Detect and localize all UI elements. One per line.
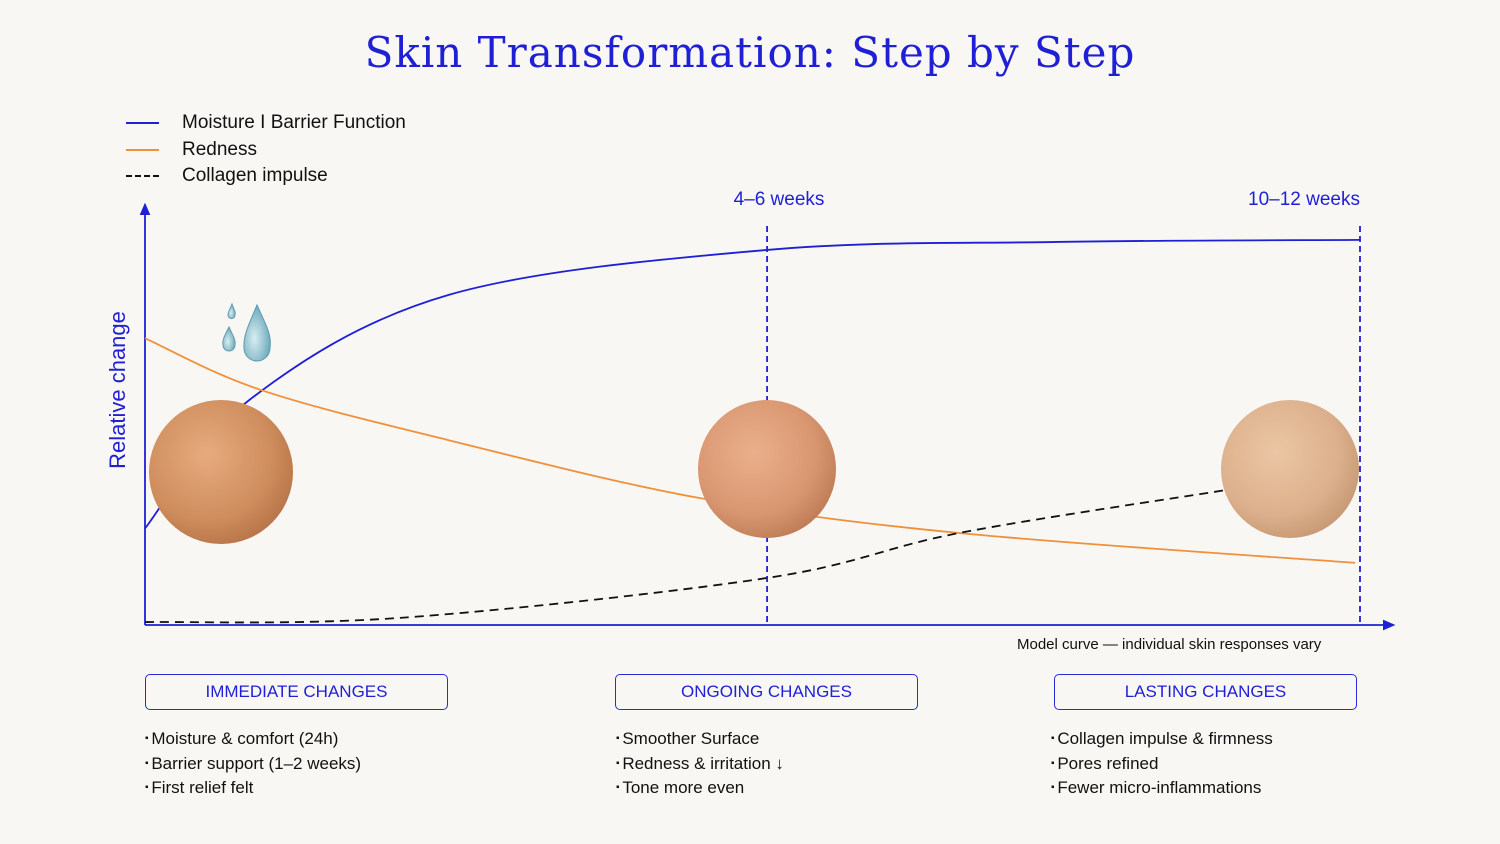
list-item: Tone more even [616, 776, 784, 801]
list-item: Redness & irritation ↓ [616, 752, 784, 777]
series-line-moisture-i-barrier-function [144, 238, 1361, 529]
phase-lasting-header: LASTING CHANGES [1054, 674, 1357, 710]
phase-ongoing-list: Smoother Surface Redness & irritation ↓ … [616, 727, 784, 801]
list-item: Smoother Surface [616, 727, 784, 752]
skin-texture-lasting [1221, 400, 1359, 538]
series-line-redness [144, 337, 1356, 564]
list-item: First relief felt [145, 776, 361, 801]
list-item: Fewer micro-inflammations [1051, 776, 1273, 801]
phase-immediate-list: Moisture & comfort (24h) Barrier support… [145, 727, 361, 801]
legend-swatch [126, 122, 159, 125]
list-item: Collagen impulse & firmness [1051, 727, 1272, 752]
series-line-collagen-impulse [144, 489, 1226, 624]
list-item: Pores refined [1051, 752, 1273, 777]
marker-label-4-6-weeks: 4–6 weeks [733, 189, 825, 210]
skin-texture-ongoing [698, 400, 836, 538]
water-drops-icon [222, 302, 271, 362]
skin-texture-immediate [149, 400, 293, 544]
legend-label: Moisture I Barrier Function [182, 112, 406, 134]
legend-label: Collagen impulse [182, 165, 328, 187]
legend-swatch [126, 148, 159, 151]
legend-label: Redness [182, 138, 257, 160]
list-item: Moisture & comfort (24h) [145, 727, 361, 752]
phase-immediate-header: IMMEDIATE CHANGES [145, 674, 448, 710]
legend-item-moisture: Moisture I Barrier Function [126, 110, 406, 137]
legend-swatch [126, 175, 159, 178]
chart-title: Skin Transformation: Step by Step [364, 28, 1136, 77]
model-note: Model curve — individual skin responses … [1017, 636, 1322, 653]
legend-item-collagen: Collagen impulse [126, 163, 406, 190]
legend: Moisture I Barrier Function Redness Coll… [126, 110, 406, 190]
marker-label-10-12-weeks: 10–12 weeks [1248, 189, 1360, 210]
phase-ongoing-header: ONGOING CHANGES [615, 674, 918, 710]
legend-item-redness: Redness [126, 137, 406, 164]
list-item: Barrier support (1–2 weeks) [145, 752, 361, 777]
phase-lasting-list: Collagen impulse & firmness Pores refine… [1051, 727, 1273, 801]
